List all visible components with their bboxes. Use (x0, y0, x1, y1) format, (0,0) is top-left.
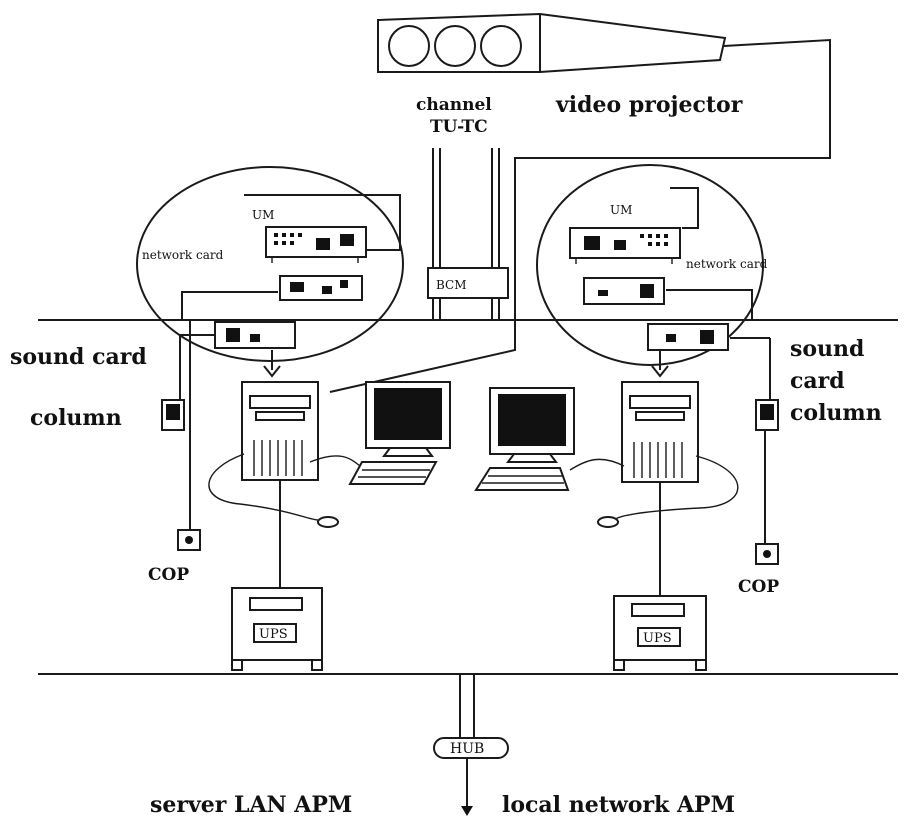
cop-label-left: COP (148, 565, 189, 585)
left-monitor (365, 381, 451, 457)
bcm-box: BCM (427, 267, 509, 299)
right-ups: UPS (613, 595, 707, 671)
right-mouse (597, 516, 619, 528)
channel-code-label: TU-TC (430, 117, 488, 137)
right-kb-cable (569, 458, 625, 471)
video-projector-label: video projector (555, 92, 743, 118)
right-pc-tower (621, 381, 699, 483)
local-network-label: local network APM (502, 792, 735, 818)
left-kb-cable (309, 455, 361, 467)
bcm-label: BCM (436, 278, 467, 292)
left-card-group: UM network card (136, 166, 404, 362)
ups-label-left: UPS (259, 627, 288, 642)
left-speaker-column (161, 335, 185, 431)
um-label-right: UM (610, 203, 632, 217)
right-cop-socket (755, 430, 779, 565)
right-card-group: UM network card (536, 164, 770, 366)
right-install-arrow (651, 350, 669, 378)
hub-link (459, 674, 475, 816)
channel-label: channel (416, 95, 492, 115)
left-install-arrow (263, 350, 281, 378)
column-label-left: column (30, 405, 122, 431)
hub-label: HUB (450, 741, 484, 757)
right-keyboard (474, 467, 570, 491)
sound-label-right: sound (790, 336, 864, 362)
left-mouse (317, 516, 339, 528)
cop-label-right: COP (738, 577, 779, 597)
um-label-left: UM (252, 208, 274, 222)
column-label-right: column (790, 400, 882, 426)
left-keyboard (348, 461, 438, 485)
right-speaker-column (755, 338, 779, 431)
left-pc-tower (241, 381, 319, 481)
left-cop-socket (177, 320, 201, 551)
network-card-label-right: network card (686, 257, 768, 271)
video-projector (377, 12, 727, 73)
ups-label-right: UPS (643, 631, 672, 646)
sound-card-label-left: sound card (10, 344, 147, 370)
right-monitor (489, 387, 575, 463)
left-mouse-cable (208, 453, 319, 521)
left-ups: UPS (231, 587, 323, 671)
card-label-right: card (790, 368, 845, 394)
server-lan-label: server LAN APM (150, 792, 352, 818)
right-mouse-cable (613, 455, 739, 521)
projector-cable (329, 38, 831, 393)
hub: HUB (433, 737, 509, 759)
network-card-label-left: network card (142, 248, 224, 262)
